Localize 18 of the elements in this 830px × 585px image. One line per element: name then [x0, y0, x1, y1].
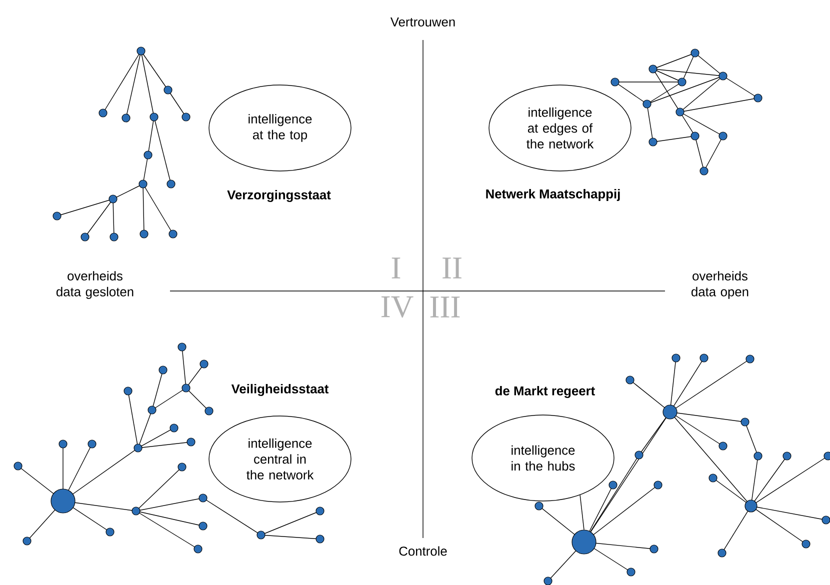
- ellipse-bubble: intelligence central in the network: [208, 416, 352, 502]
- quadrant-numeral: I: [392, 258, 400, 278]
- quadrant-numeral: II: [442, 258, 462, 278]
- ellipse-bubble: intelligence at edges of the network: [488, 84, 632, 172]
- connector-line: [580, 494, 584, 530]
- quadrant-numeral: III: [430, 296, 460, 318]
- hub-dot: [572, 530, 596, 554]
- axis-label: overheids data open: [692, 271, 748, 299]
- axis-label: overheids data gesloten: [56, 271, 134, 299]
- ellipse-bubble: intelligence at the top: [208, 84, 352, 172]
- quadrant-title: Netwerk Maatschappij: [486, 189, 620, 201]
- quadrant-numeral: IV: [381, 296, 414, 318]
- axis-label: Controle: [399, 546, 447, 556]
- quadrant-title: Veiligheidsstaat: [231, 384, 329, 396]
- quadrant-title: de Markt regeert: [495, 386, 595, 398]
- axis-label: Vertrouwen: [390, 18, 455, 26]
- ellipse-bubble: intelligence in the hubs: [472, 414, 614, 502]
- quadrant-title: Verzorgingsstaat: [227, 190, 331, 202]
